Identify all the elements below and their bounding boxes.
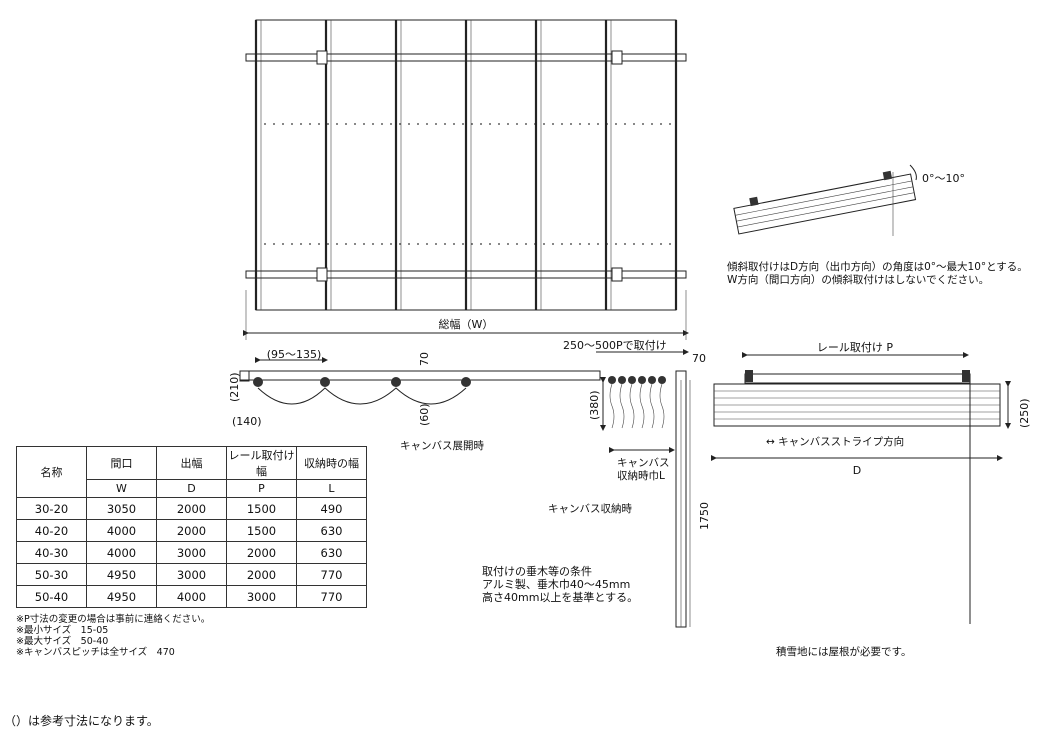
note-item: ※最小サイズ 15-05 — [16, 625, 109, 636]
note-item: ※P寸法の変更の場合は事前に連絡ください。 — [16, 614, 211, 625]
mount-cond-1: 取付けの垂木等の条件 — [482, 565, 592, 578]
tilt-note-2: W方向（間口方向）の傾斜取付けはしないでください。 — [727, 273, 989, 286]
angle-label: 0°～10° — [922, 172, 965, 185]
dim-60: (60) — [418, 403, 431, 426]
cell-d: 3000 — [156, 563, 227, 586]
symbol-l: L — [296, 479, 367, 498]
cell-w: 4000 — [86, 519, 157, 542]
tilt-detail: 0°～10° 傾斜取付けはD方向（出巾方向）の角度は0°～最大10°とする。 W… — [727, 164, 1028, 286]
size-spec-table: 名称 間口 出幅 レール取付け幅 収納時の幅 W D P L 30-20 305… — [16, 446, 367, 608]
deploy-label: キャンバス展開時 — [400, 440, 484, 452]
cell-d: 2000 — [156, 497, 227, 520]
cell-name: 50-30 — [16, 563, 87, 586]
cell-name: 50-40 — [16, 585, 87, 608]
symbol-d: D — [156, 479, 227, 498]
table-row: 40-30 4000 3000 2000 630 — [16, 541, 367, 564]
header-width: 間口 — [86, 446, 157, 480]
dim-380: (380) — [588, 390, 601, 420]
cell-name: 40-30 — [16, 541, 87, 564]
cell-p: 1500 — [226, 497, 297, 520]
cell-p: 2000 — [226, 563, 297, 586]
dim-140: (140) — [232, 415, 262, 428]
mount-cond-2: アルミ製、垂木巾40～45mm — [482, 578, 631, 591]
storage-width-label-1: キャンバス — [617, 457, 670, 469]
header-depth: 出幅 — [156, 446, 227, 480]
cell-name: 40-20 — [16, 519, 87, 542]
cell-d: 3000 — [156, 541, 227, 564]
total-width-label: 総幅（W） — [439, 317, 494, 331]
front-elevation: (95～135) 70 (210) (140) (60) キャンバス展開時 25… — [228, 339, 711, 628]
storage-label: キャンバス収納時 — [548, 502, 632, 515]
symbol-w: W — [86, 479, 157, 498]
mount-cond-3: 高さ40mm以上を基準とする。 — [482, 591, 639, 604]
cell-l: 630 — [296, 519, 367, 542]
cell-d: 2000 — [156, 519, 227, 542]
note-item: ※キャンバスピッチは全サイズ 470 — [16, 647, 175, 658]
cell-name: 30-20 — [16, 497, 87, 520]
snow-note: 積雪地には屋根が必要です。 — [776, 645, 911, 658]
header-storage: 収納時の幅 — [296, 446, 367, 480]
table-row: 40-20 4000 2000 1500 630 — [16, 519, 367, 542]
dim-70-right: 70 — [692, 352, 706, 365]
symbol-p: P — [226, 479, 297, 498]
table-row: 50-40 4950 4000 3000 770 — [16, 585, 367, 608]
cell-l: 770 — [296, 563, 367, 586]
rail-pitch-label: 250～500Pで取付け — [563, 339, 667, 352]
size-notes: ※P寸法の変更の場合は事前に連絡ください。 ※最小サイズ 15-05 ※最大サイ… — [16, 614, 210, 658]
dim-210: (210) — [228, 372, 241, 402]
cell-l: 630 — [296, 541, 367, 564]
cell-w: 3050 — [86, 497, 157, 520]
pitch-range: (95～135) — [267, 348, 322, 361]
cell-p: 2000 — [226, 541, 297, 564]
cell-w: 4950 — [86, 585, 157, 608]
cell-w: 4950 — [86, 563, 157, 586]
dim-70-top: 70 — [418, 352, 431, 366]
tilt-note-1: 傾斜取付けはD方向（出巾方向）の角度は0°～最大10°とする。 — [727, 260, 1028, 273]
table-row: 50-30 4950 3000 2000 770 — [16, 563, 367, 586]
plan-view: 総幅（W） — [243, 19, 689, 340]
cell-w: 4000 — [86, 541, 157, 564]
rail-p-label: レール取付け P — [817, 341, 893, 354]
dim-250: (250) — [1018, 398, 1031, 428]
note-item: ※最大サイズ 50-40 — [16, 636, 109, 647]
table-row: 30-20 3050 2000 1500 490 — [16, 497, 367, 520]
cell-d: 4000 — [156, 585, 227, 608]
cell-l: 770 — [296, 585, 367, 608]
cell-l: 490 — [296, 497, 367, 520]
stripe-direction: ↔ キャンバスストライプ方向 — [766, 435, 904, 448]
col-name-header: 名称 — [16, 446, 87, 498]
side-elevation: レール取付け P (250) ↔ キャンバスストライプ方向 D 積雪地には屋根が… — [711, 341, 1031, 658]
storage-width-label-2: 収納時巾L — [617, 469, 665, 482]
header-rail: レール取付け幅 — [226, 446, 297, 480]
cell-p: 1500 — [226, 519, 297, 542]
reference-dimension-note: （）は参考寸法になります。 — [4, 714, 159, 728]
dim-1750: 1750 — [698, 502, 711, 530]
depth-d-label: D — [853, 464, 861, 477]
cell-p: 3000 — [226, 585, 297, 608]
